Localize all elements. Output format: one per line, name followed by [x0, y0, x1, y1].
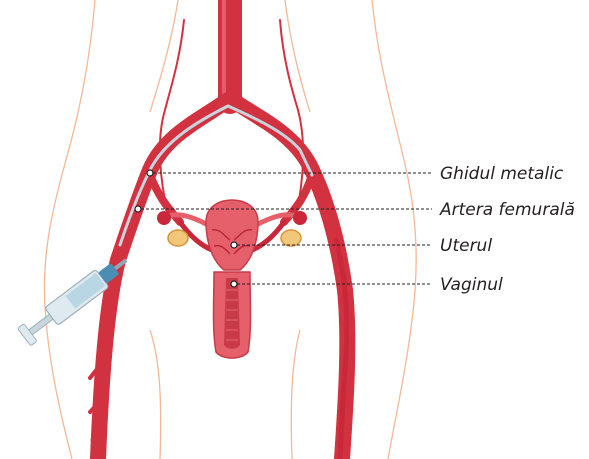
guidewire-point [147, 170, 153, 176]
femoral-artery-label: Artera femurală [439, 200, 575, 220]
right-fimbria [293, 211, 307, 225]
uterus-label: Uterul [440, 236, 492, 256]
uterus-body [206, 200, 258, 270]
uterus-group [206, 200, 258, 358]
vaginal-canal [224, 278, 240, 349]
left-fimbria [157, 211, 171, 225]
callout-labels: Ghidul metalic Artera femurală Uterul Va… [439, 164, 575, 295]
left-inner-thigh-outline [150, 330, 161, 459]
right-pelvis-contour [285, 0, 310, 112]
guidewire-label: Ghidul metalic [440, 164, 564, 184]
vagina-label: Vaginul [440, 275, 503, 295]
left-pelvis-contour [150, 0, 178, 112]
left-ovarian-artery [160, 20, 184, 215]
left-iliac-artery [98, 100, 228, 459]
femoral-artery-point [135, 206, 141, 212]
uterus-point [231, 242, 237, 248]
vagina-point [231, 281, 237, 287]
right-body-outline [372, 0, 416, 459]
left-body-outline [44, 0, 95, 459]
right-ovary [281, 230, 301, 246]
left-ovary [168, 230, 188, 246]
right-ovarian-artery [280, 20, 303, 215]
right-inner-thigh-outline [291, 330, 300, 459]
